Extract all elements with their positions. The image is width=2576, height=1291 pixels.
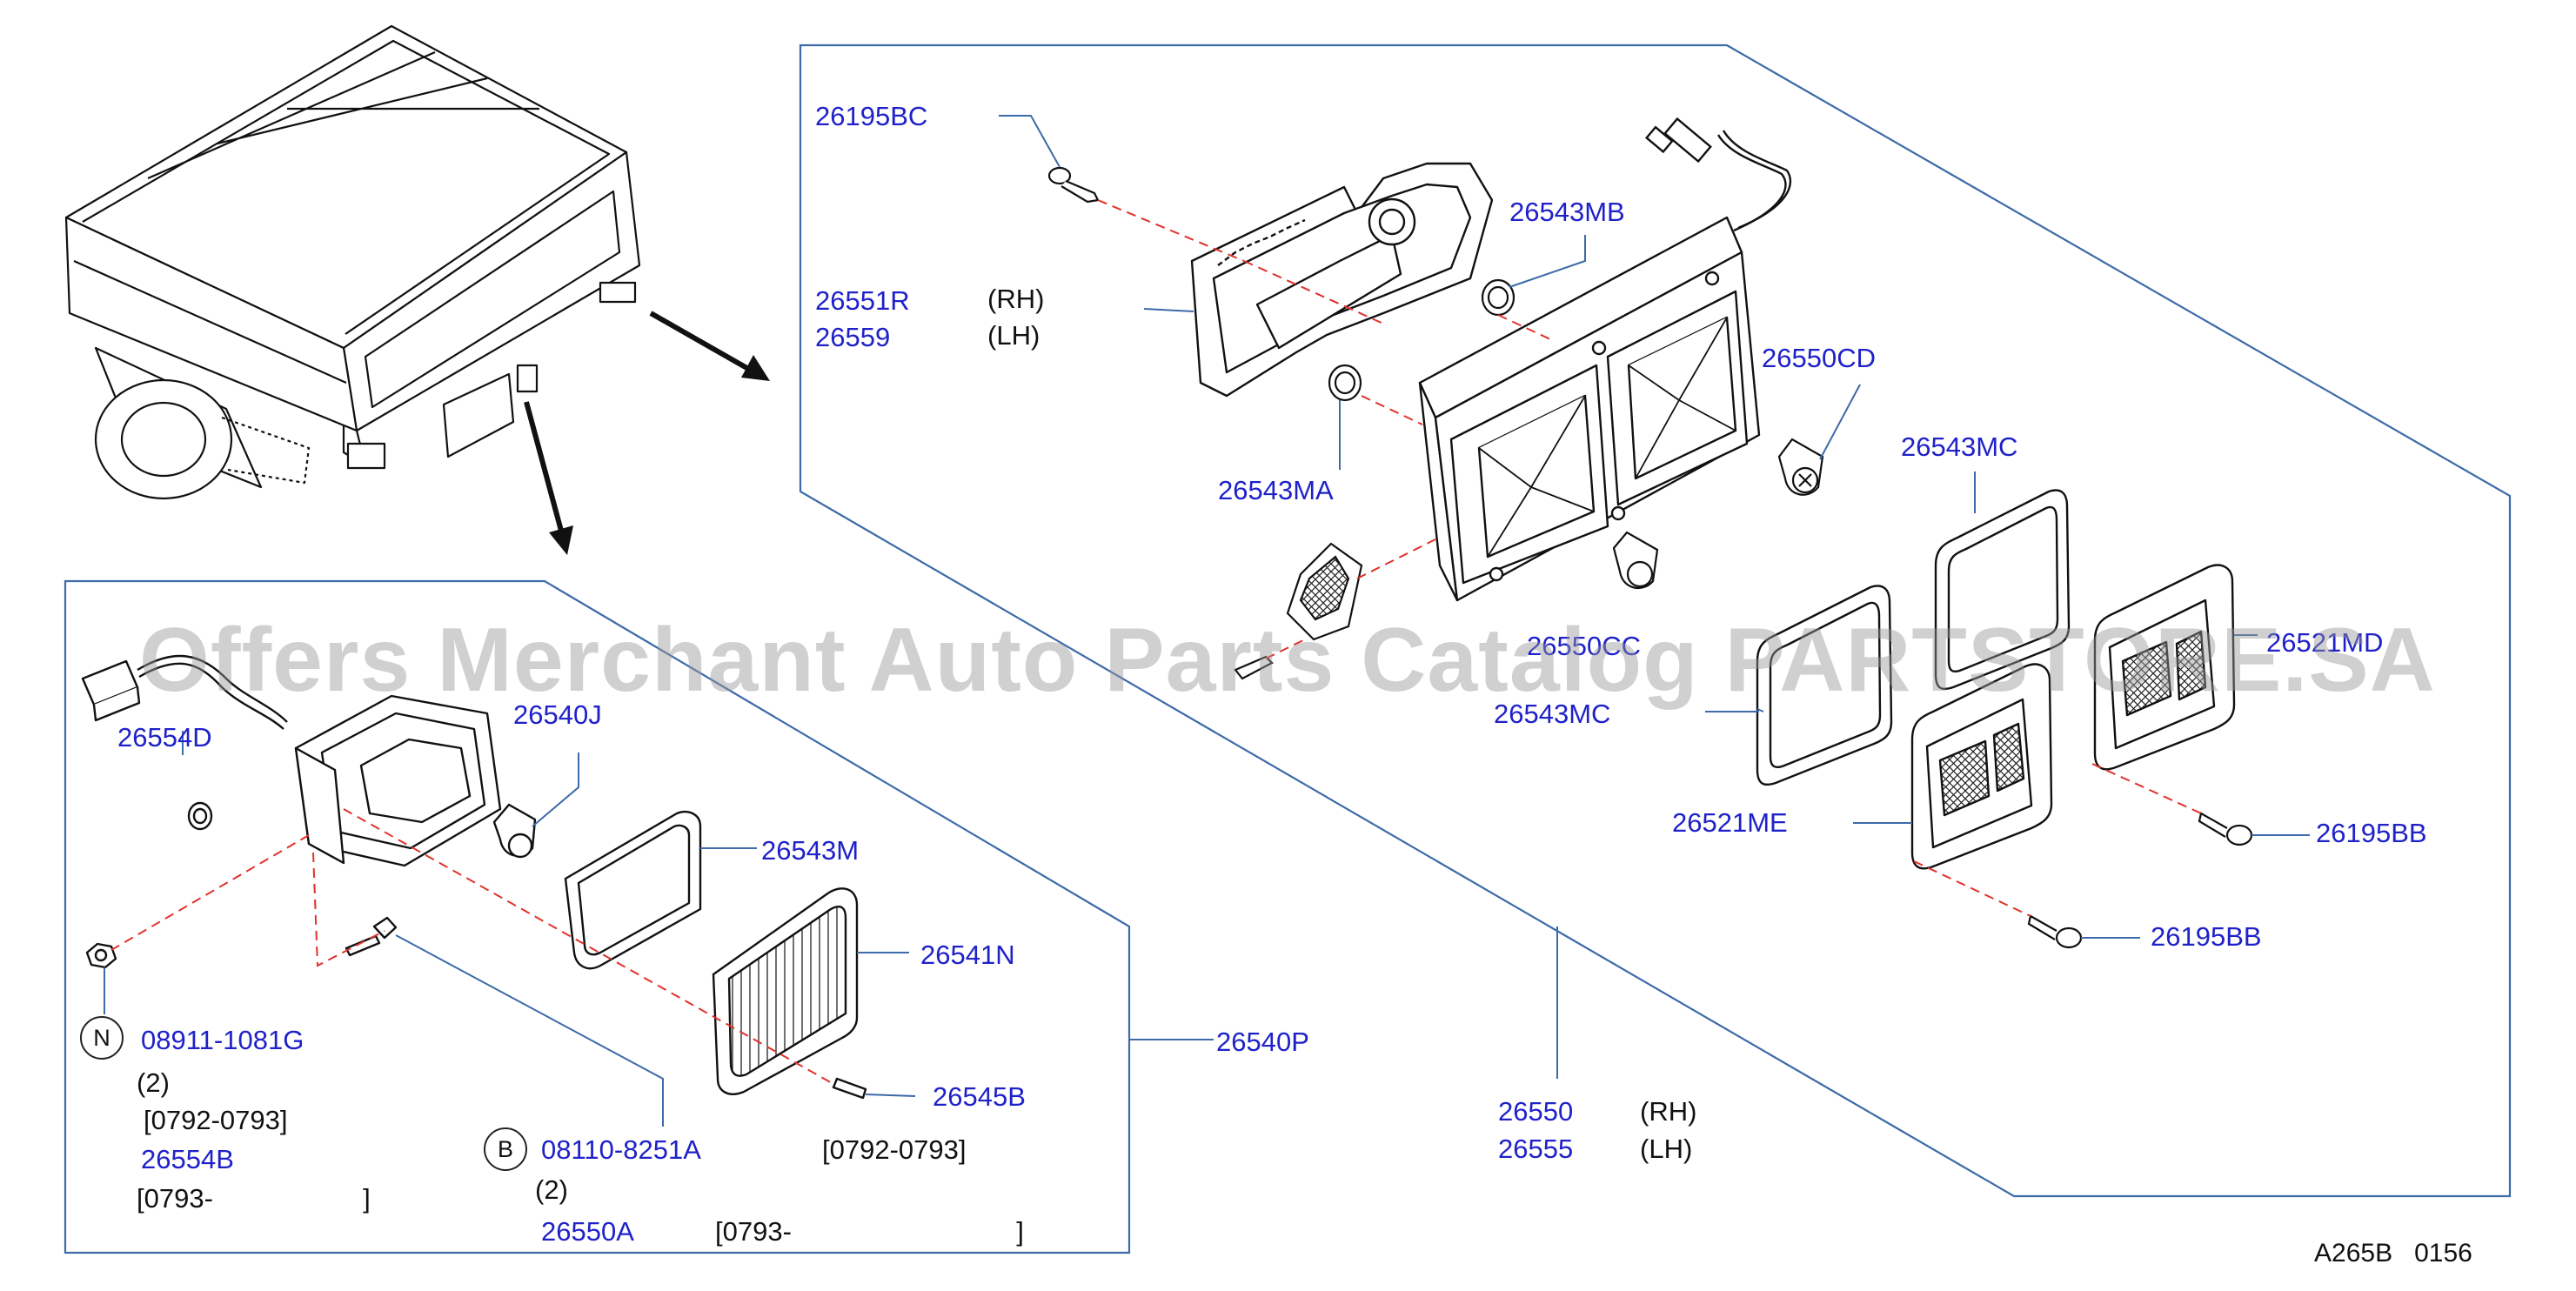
label-26555: 26555 <box>1498 1134 1574 1164</box>
label-26543MA: 26543MA <box>1218 475 1334 505</box>
label-26541N: 26541N <box>920 940 1015 970</box>
label-26554B: 26554B <box>141 1144 234 1174</box>
label-qty-bolt: (2) <box>535 1174 568 1205</box>
label-lh-lens: (LH) <box>987 320 1040 351</box>
watermark-text: Offers Merchant Auto Parts Catalog PARTS… <box>139 610 2436 711</box>
label-26550CC: 26550CC <box>1527 631 1641 661</box>
label-26551R: 26551R <box>815 285 910 316</box>
label-26195BC: 26195BC <box>815 101 928 131</box>
assembly-guides <box>110 199 2202 1085</box>
label-26543MC-bottom: 26543MC <box>1494 699 1611 729</box>
label-26540P: 26540P <box>1216 1027 1309 1057</box>
label-26550: 26550 <box>1498 1096 1574 1127</box>
label-08110-8251A: 08110-8251A <box>541 1134 701 1165</box>
label-26195BB-lower: 26195BB <box>2151 921 2262 952</box>
label-26543MB: 26543MB <box>1509 197 1625 227</box>
label-26521MD: 26521MD <box>2266 627 2384 658</box>
lamp-housing-26550 <box>1418 216 1761 602</box>
truck-rear-illustration <box>64 24 641 500</box>
label-rh-assy: (RH) <box>1640 1096 1697 1127</box>
label-26195BB-right: 26195BB <box>2316 818 2427 848</box>
label-26550CD: 26550CD <box>1762 343 1876 373</box>
label-range-26550A: [0793- ] <box>715 1216 1024 1247</box>
lower-panel-frame <box>64 579 1131 1254</box>
lens-26551R <box>1190 162 1494 398</box>
label-08911-1081G: 08911-1081G <box>141 1025 304 1055</box>
label-rh-lens: (RH) <box>987 284 1045 314</box>
label-26521ME: 26521ME <box>1672 807 1788 838</box>
label-26559: 26559 <box>815 322 891 352</box>
lower-panel-parts <box>81 654 867 1100</box>
label-range-26545B: [0792-0793] <box>822 1134 967 1165</box>
upper-fasteners <box>1047 166 2253 949</box>
callout-arrows <box>524 311 770 555</box>
gaskets-26543MC <box>1756 489 2071 786</box>
label-qty-nut: (2) <box>137 1067 170 1098</box>
label-26545B: 26545B <box>933 1081 1026 1112</box>
upper-panel-frame <box>799 43 2512 1198</box>
label-26550A: 26550A <box>541 1216 634 1247</box>
label-26540J: 26540J <box>513 699 602 730</box>
wire-harness <box>1644 117 1791 232</box>
label-26543MC-top: 26543MC <box>1901 431 2018 462</box>
label-lh-assy: (LH) <box>1640 1134 1693 1164</box>
catalog-code: A265B 0156 <box>2314 1239 2472 1268</box>
label-26543M: 26543M <box>761 835 860 866</box>
lenses-26521 <box>1910 564 2236 870</box>
label-range-26554B: [0793- ] <box>137 1183 371 1214</box>
label-26554D: 26554D <box>117 722 212 753</box>
bolt-symbol-badge: B <box>484 1127 527 1171</box>
leader-lines <box>104 115 2310 1127</box>
nut-symbol-badge: N <box>80 1016 124 1060</box>
label-range-nut: [0792-0793] <box>144 1105 288 1135</box>
